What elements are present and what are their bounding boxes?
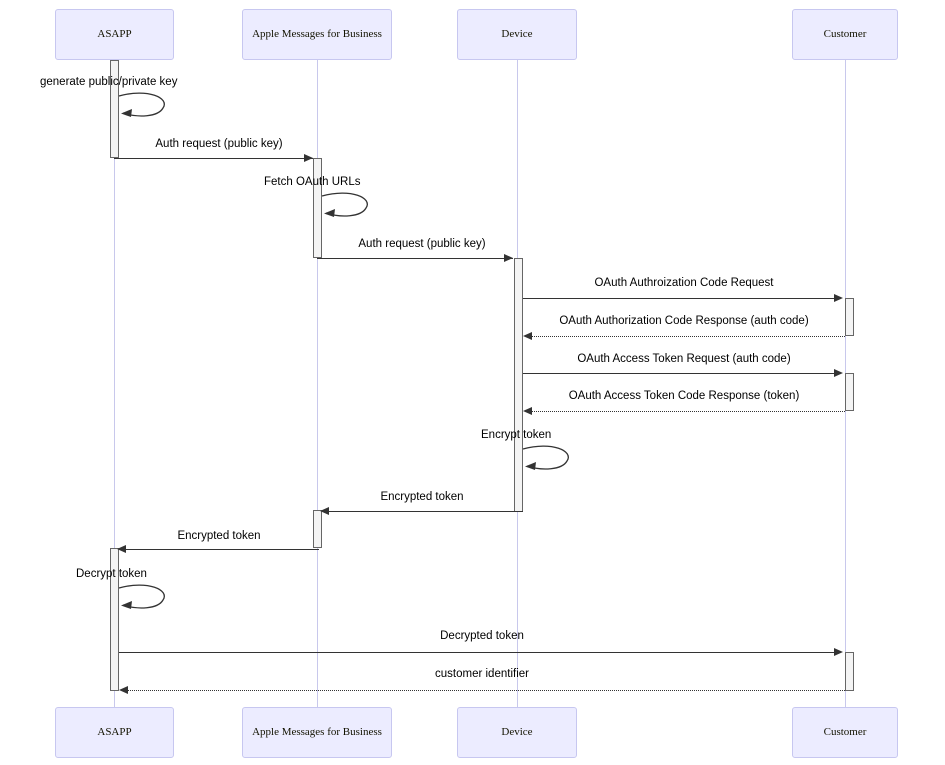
arrow-head-oauth-token-request: [834, 368, 843, 377]
actor-box-bottom-customer[interactable]: Customer: [792, 707, 898, 758]
arrow-head-oauth-auth-code-request: [834, 293, 843, 302]
self-loop-arc-generate-key: [118, 92, 174, 122]
arrow-head-oauth-auth-code-response: [523, 331, 532, 340]
arrow-head-encrypted-token-1: [320, 506, 329, 515]
message-label-auth-request-2: Auth request (public key): [358, 238, 486, 250]
activation-bar-customer-3: [845, 652, 854, 691]
message-label-oauth-token-request: OAuth Access Token Request (auth code): [577, 353, 791, 365]
message-label-oauth-token-response: OAuth Access Token Code Response (token): [568, 390, 800, 402]
actor-box-top-asapp[interactable]: ASAPP: [55, 9, 174, 60]
message-label-decrypted-token: Decrypted token: [440, 630, 524, 642]
actor-box-bottom-device[interactable]: Device: [457, 707, 577, 758]
actor-label-amb-top: Apple Messages for Business: [252, 28, 382, 41]
actor-label-device-top: Device: [501, 28, 533, 41]
activation-bar-customer-1: [845, 298, 854, 336]
message-line-auth-request-2: [317, 258, 513, 259]
actor-label-amb-bottom: Apple Messages for Business: [252, 726, 382, 739]
self-loop-arc-encrypt-token: [522, 445, 578, 475]
message-label-customer-identifier: customer identifier: [435, 668, 529, 680]
message-label-fetch-oauth-urls: Fetch OAuth URLs: [264, 176, 361, 188]
actor-label-customer-bottom: Customer: [823, 726, 867, 739]
actor-box-top-amb[interactable]: Apple Messages for Business: [242, 9, 392, 60]
message-label-encrypted-token-1: Encrypted token: [380, 491, 464, 503]
message-line-auth-request-1: [114, 158, 313, 159]
lifeline-asapp: [114, 60, 115, 707]
actor-label-customer-top: Customer: [823, 28, 867, 41]
message-line-encrypted-token-1: [326, 511, 523, 512]
self-loop-arc-decrypt-token: [118, 584, 174, 614]
message-label-generate-key: generate public/private key: [40, 76, 178, 88]
arrow-head-oauth-token-response: [523, 406, 532, 415]
arrow-head-encrypted-token-2: [117, 544, 126, 553]
arrow-head-auth-request-1: [304, 153, 313, 162]
message-line-oauth-auth-code-response: [528, 336, 845, 337]
message-line-customer-identifier: [124, 690, 845, 691]
message-label-auth-request-1: Auth request (public key): [155, 138, 283, 150]
actor-label-asapp-bottom: ASAPP: [97, 726, 132, 739]
activation-bar-amb-2: [313, 510, 322, 548]
self-loop-arc-fetch-oauth-urls: [321, 192, 377, 222]
arrow-head-auth-request-2: [504, 253, 513, 262]
activation-bar-asapp-2: [110, 548, 119, 691]
message-label-encrypt-token: Encrypt token: [481, 429, 552, 441]
message-line-encrypted-token-2: [123, 549, 319, 550]
actor-label-asapp-top: ASAPP: [97, 28, 132, 41]
arrow-head-decrypted-token: [834, 647, 843, 656]
message-label-decrypt-token: Decrypt token: [76, 568, 147, 580]
arrow-head-customer-identifier: [119, 685, 128, 694]
message-label-oauth-auth-code-response: OAuth Authorization Code Response (auth …: [559, 315, 809, 327]
activation-bar-amb-1: [313, 158, 322, 258]
actor-box-bottom-asapp[interactable]: ASAPP: [55, 707, 174, 758]
activation-bar-customer-2: [845, 373, 854, 411]
lifeline-amb: [317, 60, 318, 707]
message-line-decrypted-token: [119, 652, 841, 653]
message-label-encrypted-token-2: Encrypted token: [177, 530, 261, 542]
message-line-oauth-token-response: [528, 411, 845, 412]
message-line-oauth-token-request: [523, 373, 841, 374]
message-line-oauth-auth-code-request: [523, 298, 841, 299]
activation-bar-asapp-1: [110, 60, 119, 158]
actor-box-top-device[interactable]: Device: [457, 9, 577, 60]
actor-label-device-bottom: Device: [501, 726, 533, 739]
message-label-oauth-auth-code-request: OAuth Authroization Code Request: [594, 277, 774, 289]
actor-box-top-customer[interactable]: Customer: [792, 9, 898, 60]
actor-box-bottom-amb[interactable]: Apple Messages for Business: [242, 707, 392, 758]
